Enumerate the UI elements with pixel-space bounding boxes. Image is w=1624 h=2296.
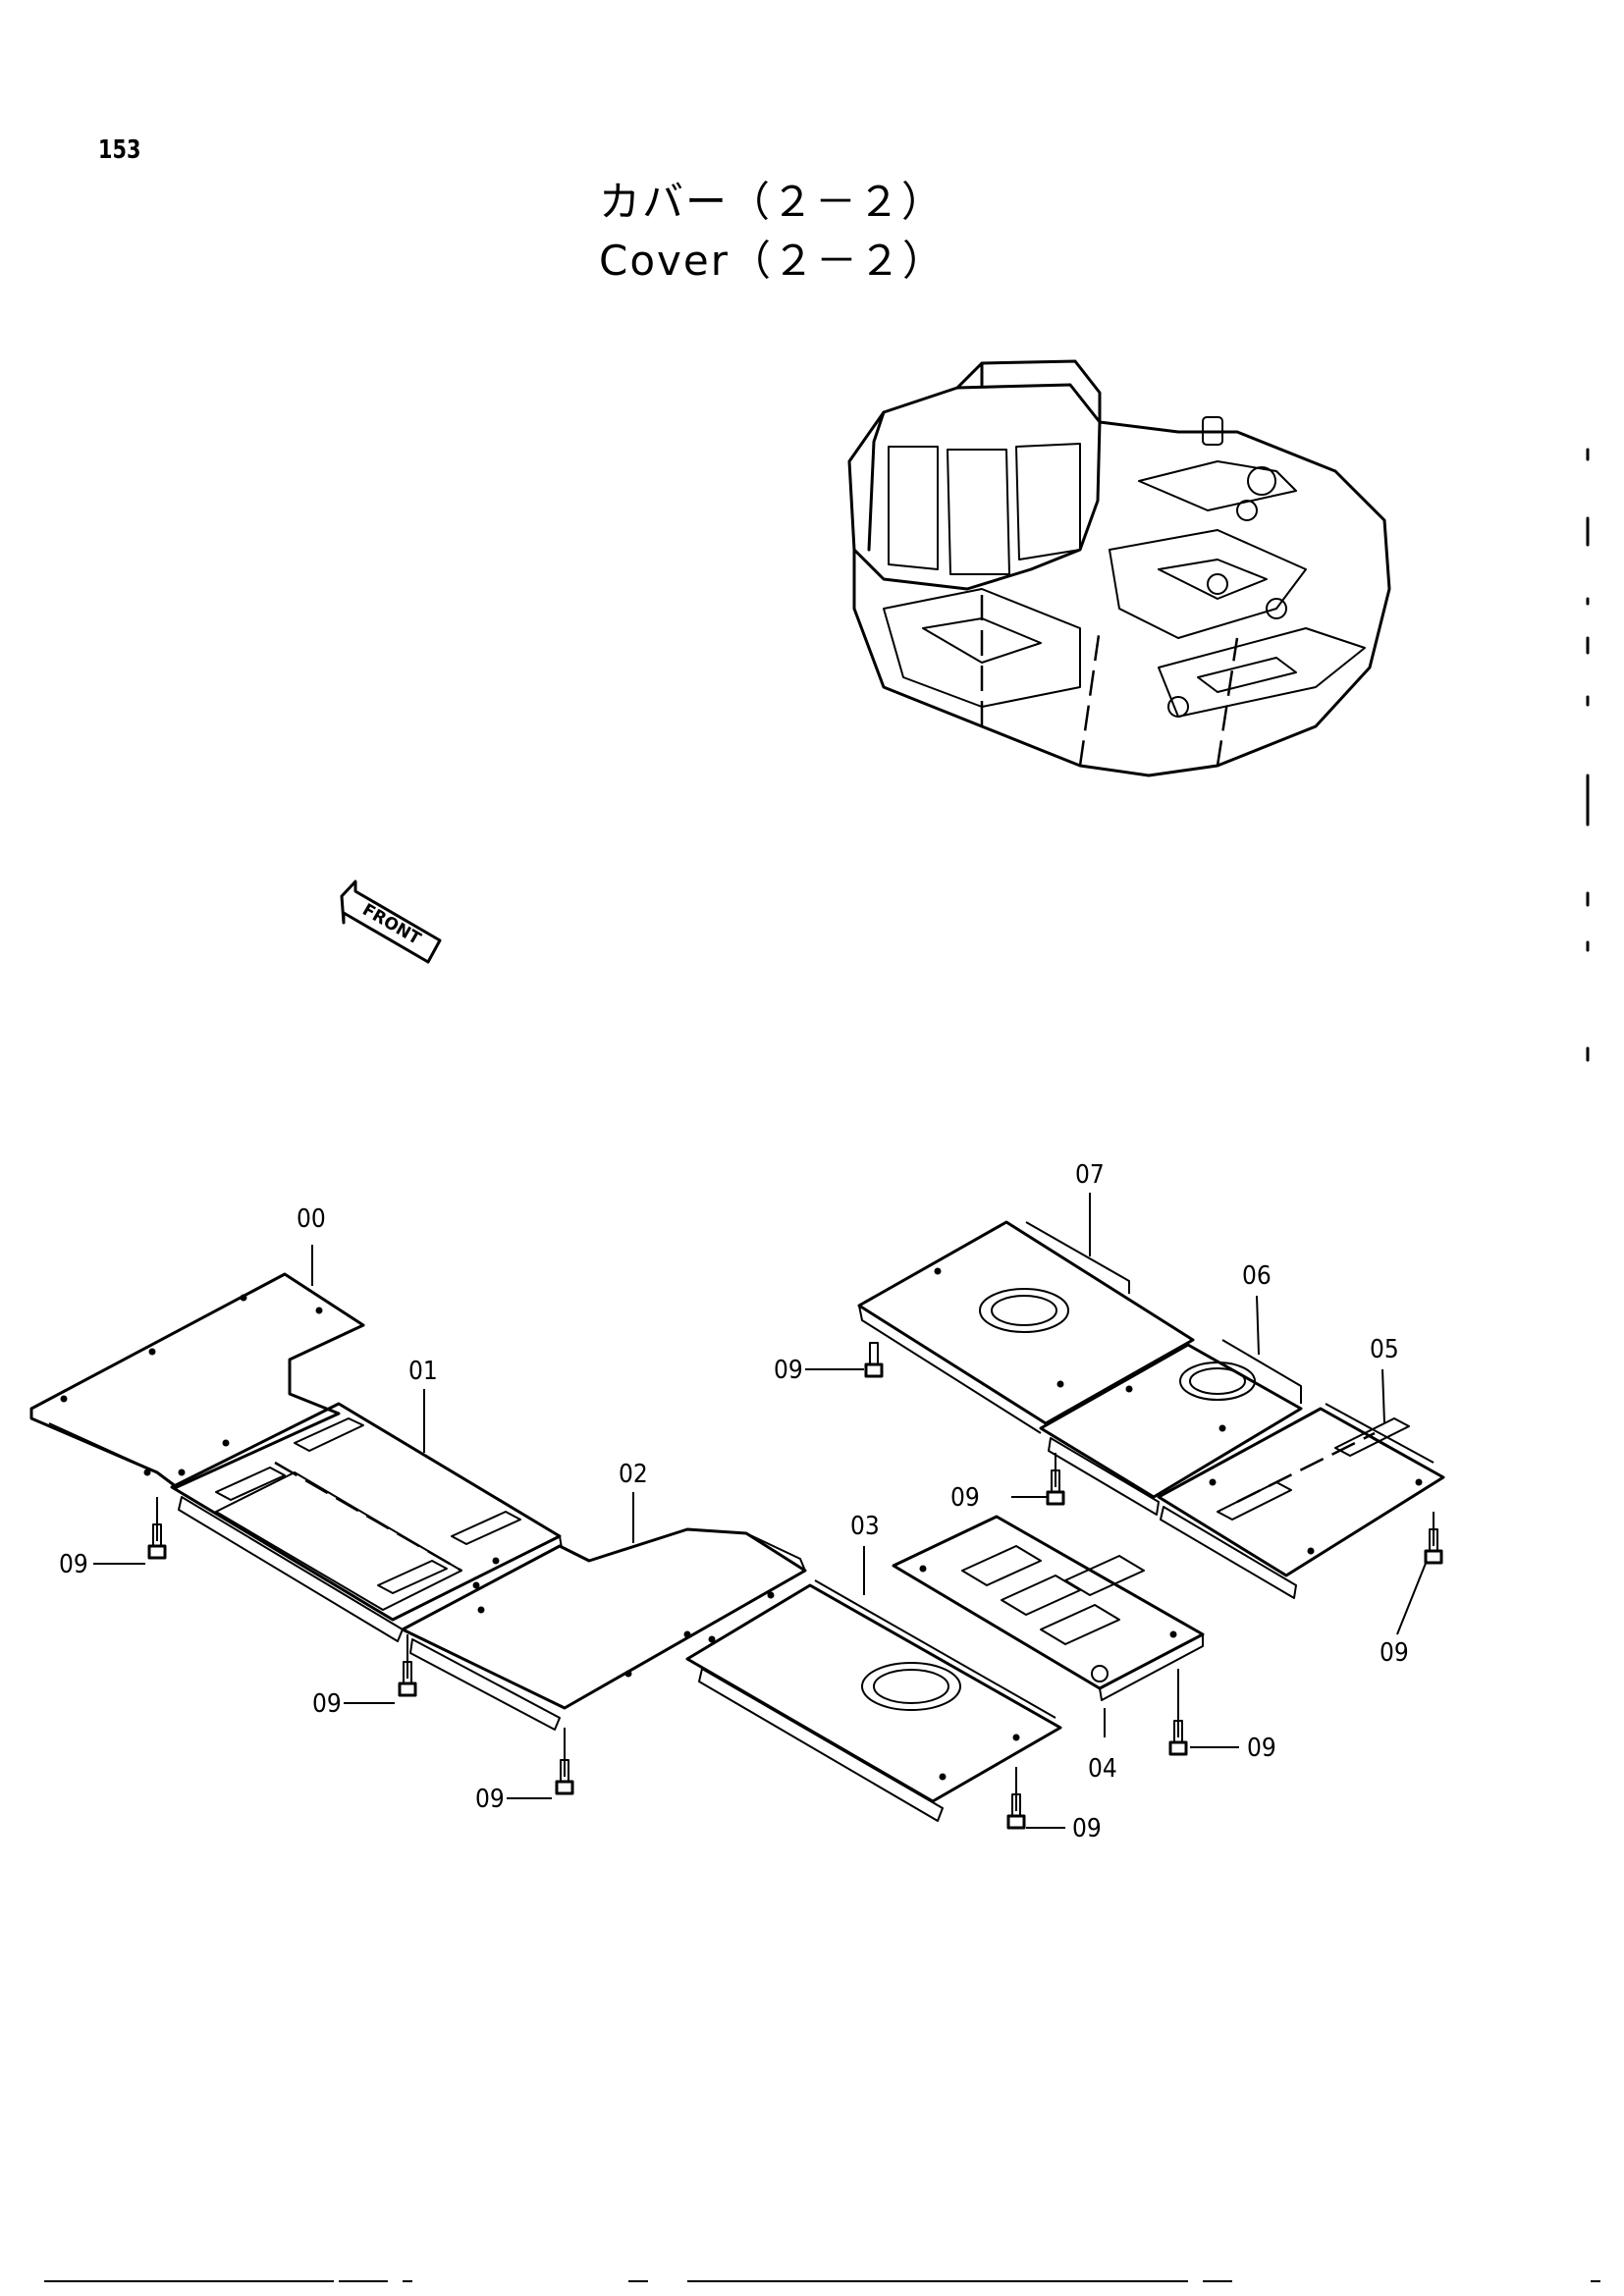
- callout-04: 04: [1088, 1754, 1117, 1784]
- callout-09-g: 09: [950, 1483, 980, 1513]
- callout-09-b: 09: [312, 1689, 342, 1719]
- title-japanese: カバー（２－２）: [599, 178, 946, 226]
- callout-09-h: 09: [774, 1356, 803, 1385]
- callout-03: 03: [850, 1512, 880, 1541]
- leader-lines: [93, 1193, 1435, 1829]
- part-04-vent-plate: [892, 1515, 1205, 1701]
- part-01-floor-plate: [170, 1402, 563, 1642]
- callout-labels: 00 01 02 03 04 05 06 07 09 09 09 09 09 0…: [59, 1160, 1409, 1843]
- callout-09-e: 09: [1247, 1734, 1276, 1763]
- callout-02: 02: [619, 1460, 648, 1489]
- bolt-icon: [864, 1342, 884, 1378]
- title-english: Cover（２－２）: [599, 237, 946, 285]
- part-05-vent-plate: [1157, 1403, 1445, 1599]
- machine-overview-illustration: [847, 359, 1391, 777]
- callout-07: 07: [1075, 1160, 1105, 1190]
- callout-09-d: 09: [1072, 1814, 1102, 1843]
- callout-09-f: 09: [1380, 1638, 1409, 1668]
- callout-06: 06: [1242, 1261, 1272, 1291]
- part-06-floor-plate: [1039, 1339, 1303, 1516]
- callout-09-c: 09: [475, 1785, 505, 1814]
- page-number: 153: [98, 135, 141, 165]
- callout-01: 01: [408, 1357, 438, 1386]
- front-direction-arrow: FRONT: [340, 880, 442, 964]
- part-07-floor-plate: [857, 1220, 1195, 1434]
- callout-05: 05: [1370, 1335, 1399, 1364]
- part-03-floor-plate: [685, 1579, 1062, 1822]
- part-00-plate: [29, 1272, 365, 1489]
- part-02-floor-plate: [401, 1527, 807, 1731]
- callout-09-a: 09: [59, 1550, 88, 1579]
- margin-marks: [44, 448, 1600, 2282]
- callout-00: 00: [297, 1204, 326, 1234]
